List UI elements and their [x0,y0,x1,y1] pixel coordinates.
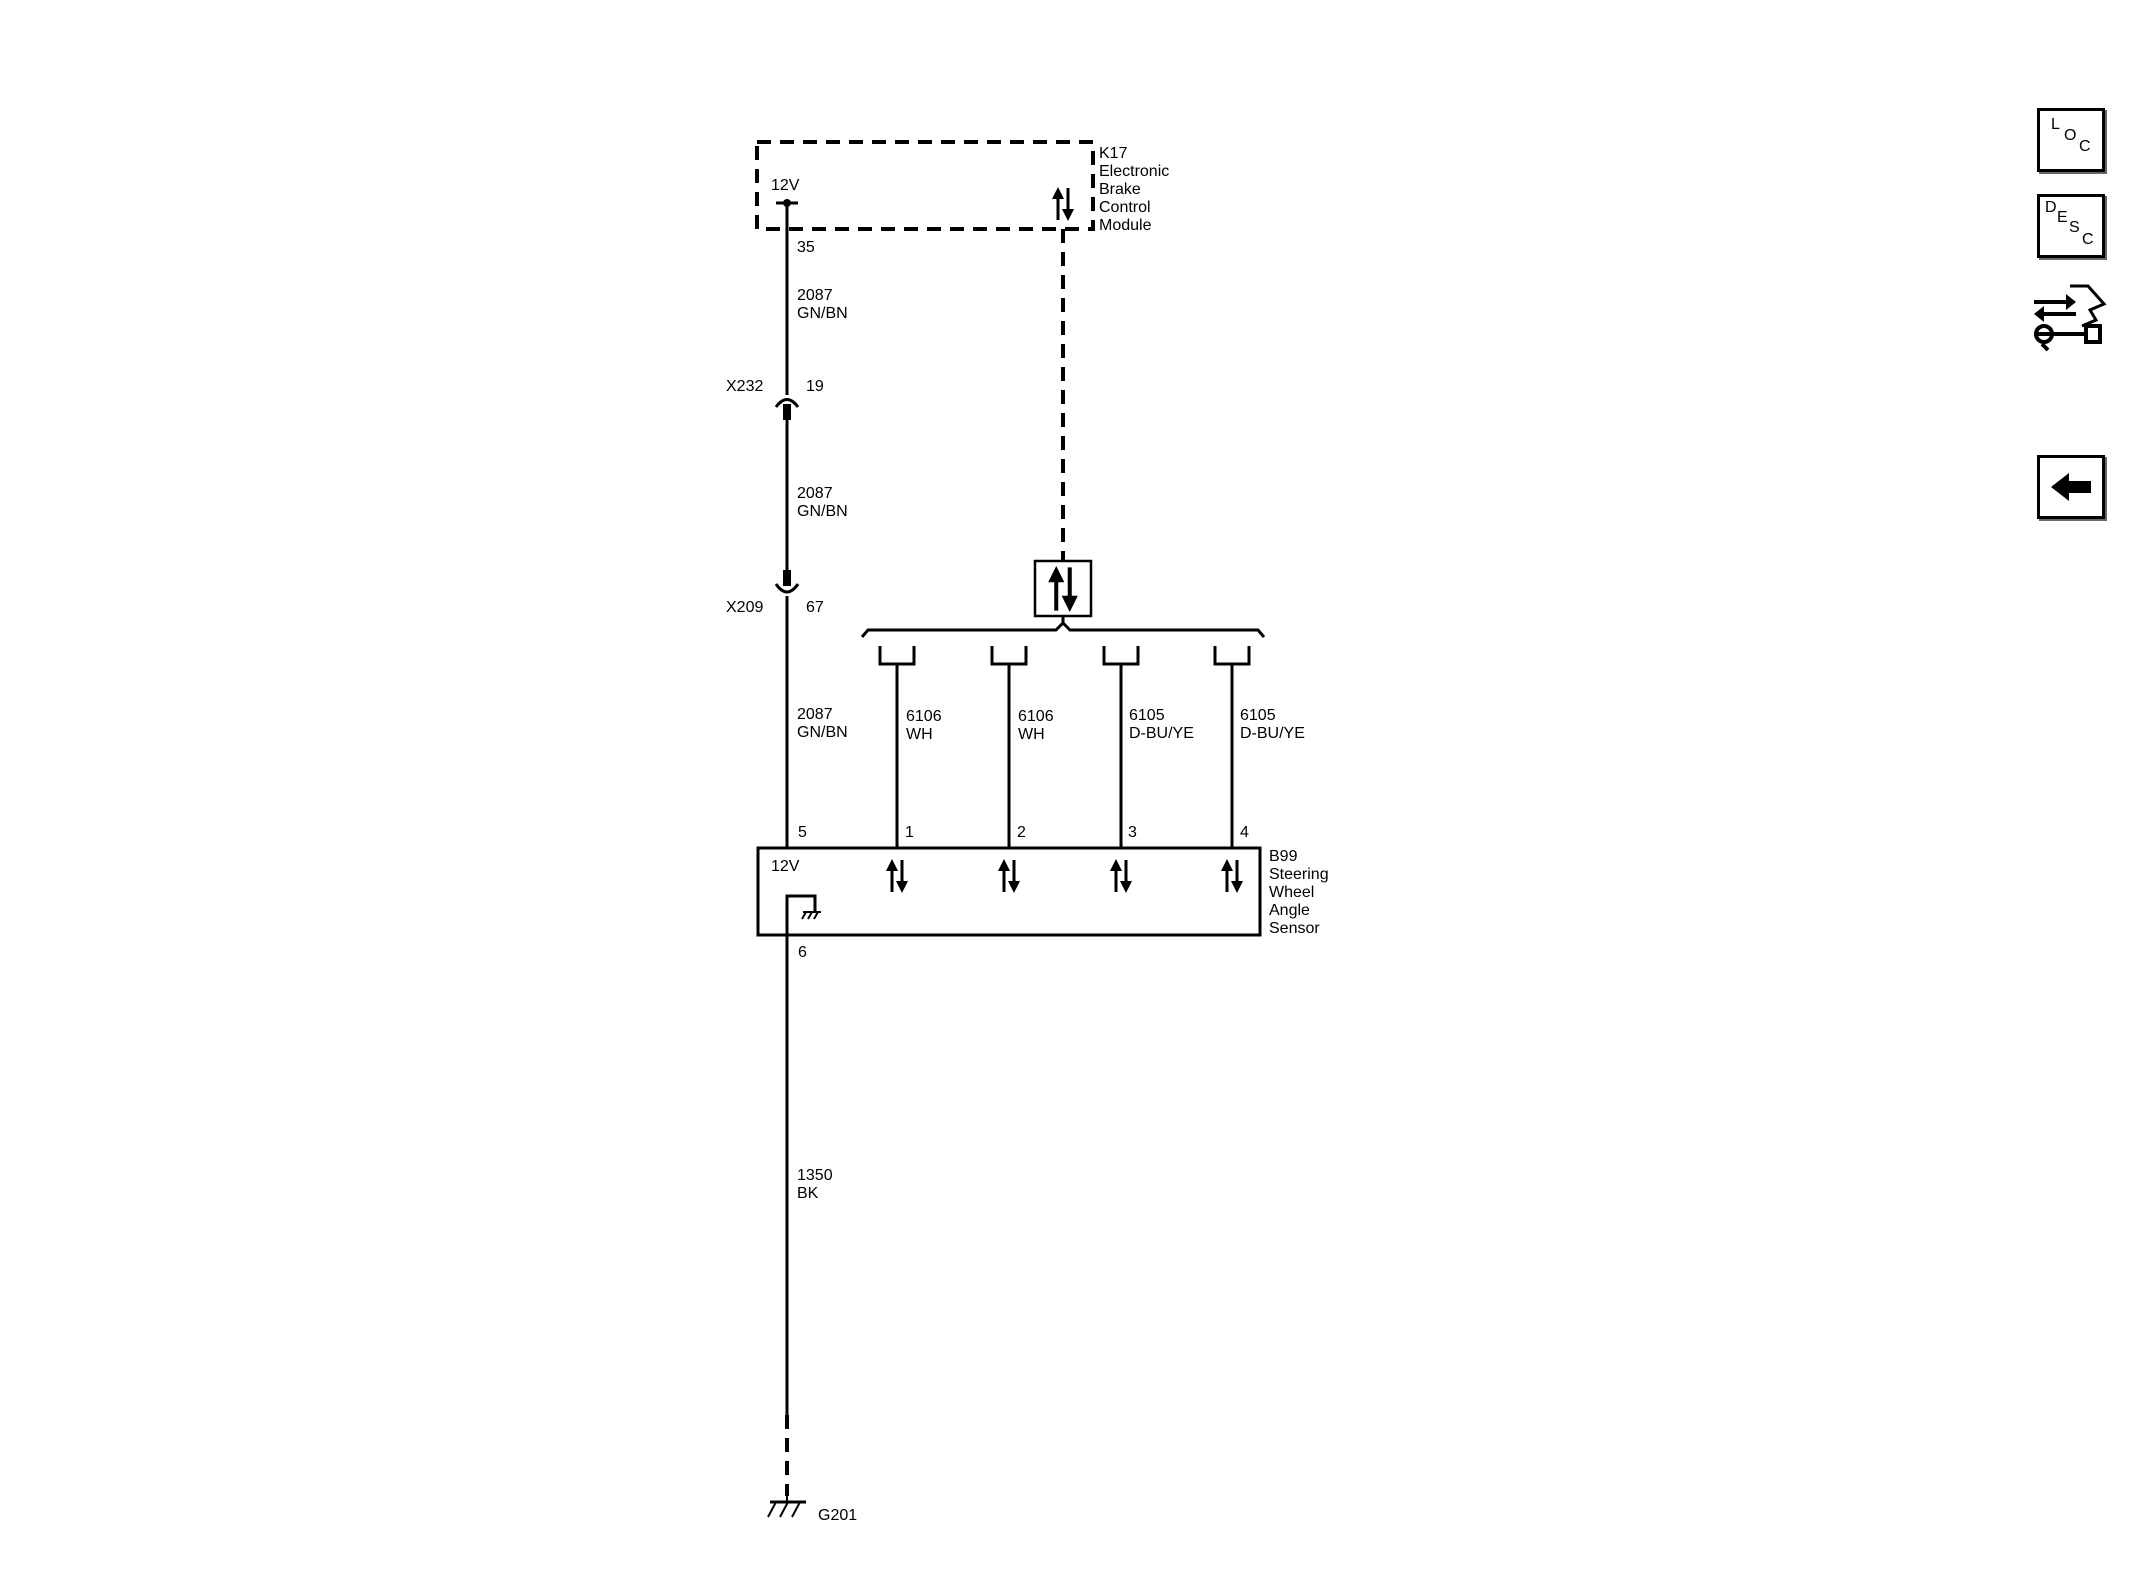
b99-ground-pin-number: 6 [798,944,807,961]
back-arrow-icon [2051,473,2091,501]
description-button-letter-e: E [2057,209,2068,226]
data-wire-1-color: WH [906,726,933,743]
x209-connector-pin-block [783,570,791,586]
power-wire-3-circuit: 2087 [797,706,833,723]
data-bus-brace [860,620,1266,638]
data-wire-2-color: WH [1018,726,1045,743]
location-button-frame [2037,108,2105,172]
k17-module-box [755,140,1095,231]
x209-connector-symbol [774,583,800,594]
k17-module-name-line-2: Brake [1099,181,1141,198]
k17-module-name-line-1: Electronic [1099,163,1169,180]
ground-g201-id: G201 [818,1507,857,1524]
ground-g201-icon [767,1496,806,1518]
ground-wire-color: BK [797,1185,819,1202]
connector-repair-button[interactable] [2030,276,2110,354]
b99-module-name-line-1: Steering [1269,866,1329,883]
location-button-letter-l: L [2051,116,2060,133]
data-wire-3-circuit: 6105 [1129,707,1165,724]
x232-connector-pin-block [783,404,791,420]
x209-connector-id: X209 [726,599,763,616]
power-wire-1-circuit: 2087 [797,287,833,304]
power-wire-2-circuit: 2087 [797,485,833,502]
data-wire-4-circuit: 6105 [1240,707,1276,724]
ground-wire-circuit: 1350 [797,1167,833,1184]
data-wire-4-color: D-BU/YE [1240,725,1305,742]
x209-connector-pin: 67 [806,599,824,616]
b99-module-name-line-4: Sensor [1269,920,1320,937]
data-wire-1-circuit: 6106 [906,708,942,725]
x232-connector-id: X232 [726,378,763,395]
description-button-letter-c: C [2082,231,2094,248]
description-button[interactable]: D E S C [2037,194,2105,258]
x232-connector-pin: 19 [806,378,824,395]
b99-internal-ground-icon [785,894,821,935]
data-wire-3 [1102,646,1140,852]
description-button-frame [2037,194,2105,258]
b99-module-id: B99 [1269,848,1298,865]
k17-data-arrow-icon [1050,185,1076,223]
k17-pin-number: 35 [797,239,815,256]
location-button-letter-o: O [2064,127,2077,144]
data-wire-4 [1213,646,1251,852]
power-wire-1-color: GN/BN [797,305,848,322]
k17-module-name-line-4: Module [1099,217,1152,234]
b99-module-name-line-2: Wheel [1269,884,1314,901]
x232-connector-symbol [774,398,800,408]
b99-pin-3-number: 3 [1128,824,1137,841]
b99-module-name-line-3: Angle [1269,902,1310,919]
connector-repair-icon [2034,284,2107,352]
k17-module-name-line-3: Control [1099,199,1151,216]
serial-data-box [1033,559,1093,618]
b99-voltage-label: 12V [771,858,800,875]
data-wire-3-color: D-BU/YE [1129,725,1194,742]
location-button[interactable]: L O C [2037,108,2105,172]
k17-voltage-label: 12V [771,177,800,194]
b99-pin-4-number: 4 [1240,824,1249,841]
k17-pin-dot [783,199,791,207]
power-wire-2-color: GN/BN [797,503,848,520]
b99-module-box [756,846,1262,937]
location-button-letter-c: C [2079,138,2091,155]
back-button[interactable] [2037,455,2105,519]
b99-pin-2-number: 2 [1017,824,1026,841]
description-button-letter-s: S [2069,219,2080,236]
power-wire-3-color: GN/BN [797,724,848,741]
k17-module-id: K17 [1099,145,1128,162]
data-wire-2 [990,646,1028,852]
description-button-letter-d: D [2045,199,2057,216]
b99-power-pin-number: 5 [798,824,807,841]
b99-pin-1-number: 1 [905,824,914,841]
data-wire-2-circuit: 6106 [1018,708,1054,725]
data-wire-1 [878,646,916,852]
